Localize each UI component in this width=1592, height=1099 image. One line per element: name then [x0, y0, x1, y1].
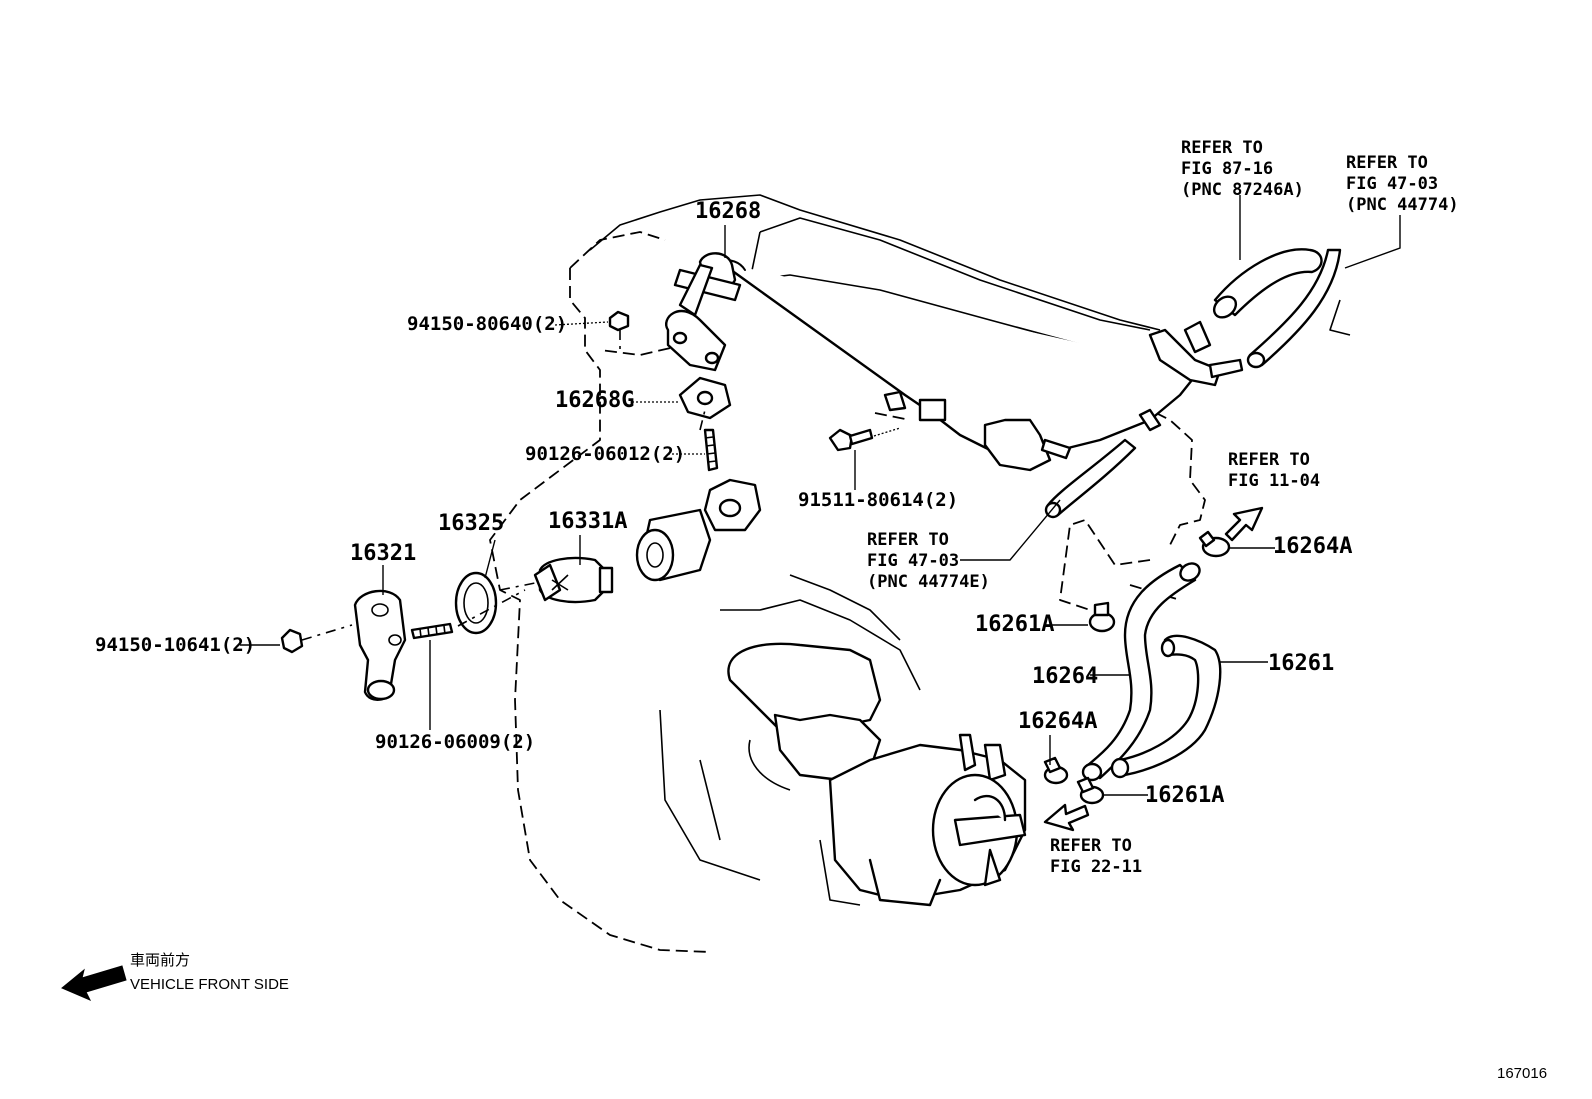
upper-heater-hoses [1040, 248, 1342, 519]
ref-line: (PNC 44774) [1346, 195, 1459, 215]
water-bypass-pipe [665, 252, 1244, 472]
ref-line: FIG 47-03 [1346, 174, 1438, 194]
ref-line: REFER TO [1346, 153, 1428, 173]
ref-line: FIG 11-04 [1228, 471, 1320, 491]
label-16268g[interactable]: 16268G [555, 388, 634, 413]
arrow-to-fig-22-11 [1043, 803, 1090, 832]
ref-line: (PNC 44774E) [867, 572, 990, 592]
clamp-16264a-bottom [1043, 756, 1069, 785]
hoses-16264-16261 [1081, 562, 1222, 782]
water-inlet-16321 [353, 589, 407, 701]
ref-line: REFER TO [1228, 450, 1310, 470]
ref-line: (PNC 87246A) [1181, 180, 1304, 200]
label-16325[interactable]: 16325 [438, 511, 504, 536]
ref-fig-47-03-top[interactable]: REFER TO FIG 47-03 (PNC 44774) [1346, 153, 1459, 215]
clamp-16261a-bottom [1076, 776, 1105, 805]
ref-line: REFER TO [867, 530, 949, 550]
stud-90126-06009 [410, 622, 454, 640]
engine-outline [489, 194, 1351, 953]
figure-code: 167016 [1497, 1065, 1547, 1082]
label-16264a-bottom[interactable]: 16264A [1018, 709, 1097, 734]
label-94150-80640[interactable]: 94150-80640(2) [407, 313, 567, 335]
stud-90126-06012 [703, 428, 719, 472]
ref-fig-47-03-mid[interactable]: REFER TO FIG 47-03 (PNC 44774E) [867, 530, 990, 592]
ref-line: FIG 87-16 [1181, 159, 1273, 179]
label-16261[interactable]: 16261 [1268, 651, 1334, 676]
label-16264a-top[interactable]: 16264A [1273, 534, 1352, 559]
label-16261a-bottom[interactable]: 16261A [1145, 783, 1224, 808]
ref-line: FIG 47-03 [867, 551, 959, 571]
label-91511-80614[interactable]: 91511-80614(2) [798, 489, 958, 511]
label-16321[interactable]: 16321 [350, 541, 416, 566]
ref-fig-22-11[interactable]: REFER TO FIG 22-11 [1050, 836, 1142, 877]
clamp-16261a-top [1088, 601, 1116, 633]
engine-lower [659, 574, 1027, 907]
part-labels: 16268 94150-80640(2) 16268G 90126-06012(… [95, 199, 1352, 808]
ref-fig-11-04[interactable]: REFER TO FIG 11-04 [1228, 450, 1320, 491]
reference-labels: REFER TO FIG 87-16 (PNC 87246A) REFER TO… [867, 138, 1459, 877]
label-90126-06009[interactable]: 90126-06009(2) [375, 731, 535, 753]
thermostat-housing [635, 478, 762, 582]
bolt-91511-80614 [828, 428, 874, 452]
label-16331a[interactable]: 16331A [548, 509, 627, 534]
arrow-to-fig-11-04 [1224, 506, 1264, 542]
label-94150-10641[interactable]: 94150-10641(2) [95, 634, 255, 656]
ref-line: FIG 22-11 [1050, 857, 1142, 877]
front-arrow-icon [61, 965, 127, 1001]
label-16264[interactable]: 16264 [1032, 664, 1098, 689]
gasket-16325 [454, 571, 498, 635]
ref-fig-87-16[interactable]: REFER TO FIG 87-16 (PNC 87246A) [1181, 138, 1304, 200]
vehicle-front-legend: 車両前方 VEHICLE FRONT SIDE [61, 952, 289, 1001]
leader-lines [240, 195, 1401, 796]
label-16268[interactable]: 16268 [695, 199, 761, 224]
clamp-16264a-top [1198, 530, 1231, 558]
legend-english: VEHICLE FRONT SIDE [130, 976, 289, 993]
gasket-16268g [678, 376, 732, 420]
ref-line: REFER TO [1050, 836, 1132, 856]
ref-line: REFER TO [1181, 138, 1263, 158]
nut-94150-10641 [280, 628, 304, 654]
thermostat-16331a [533, 556, 614, 604]
nut-94150-80640 [608, 310, 630, 332]
legend-japanese: 車両前方 [130, 952, 190, 969]
label-16261a-top[interactable]: 16261A [975, 612, 1054, 637]
label-90126-06012[interactable]: 90126-06012(2) [525, 443, 685, 465]
